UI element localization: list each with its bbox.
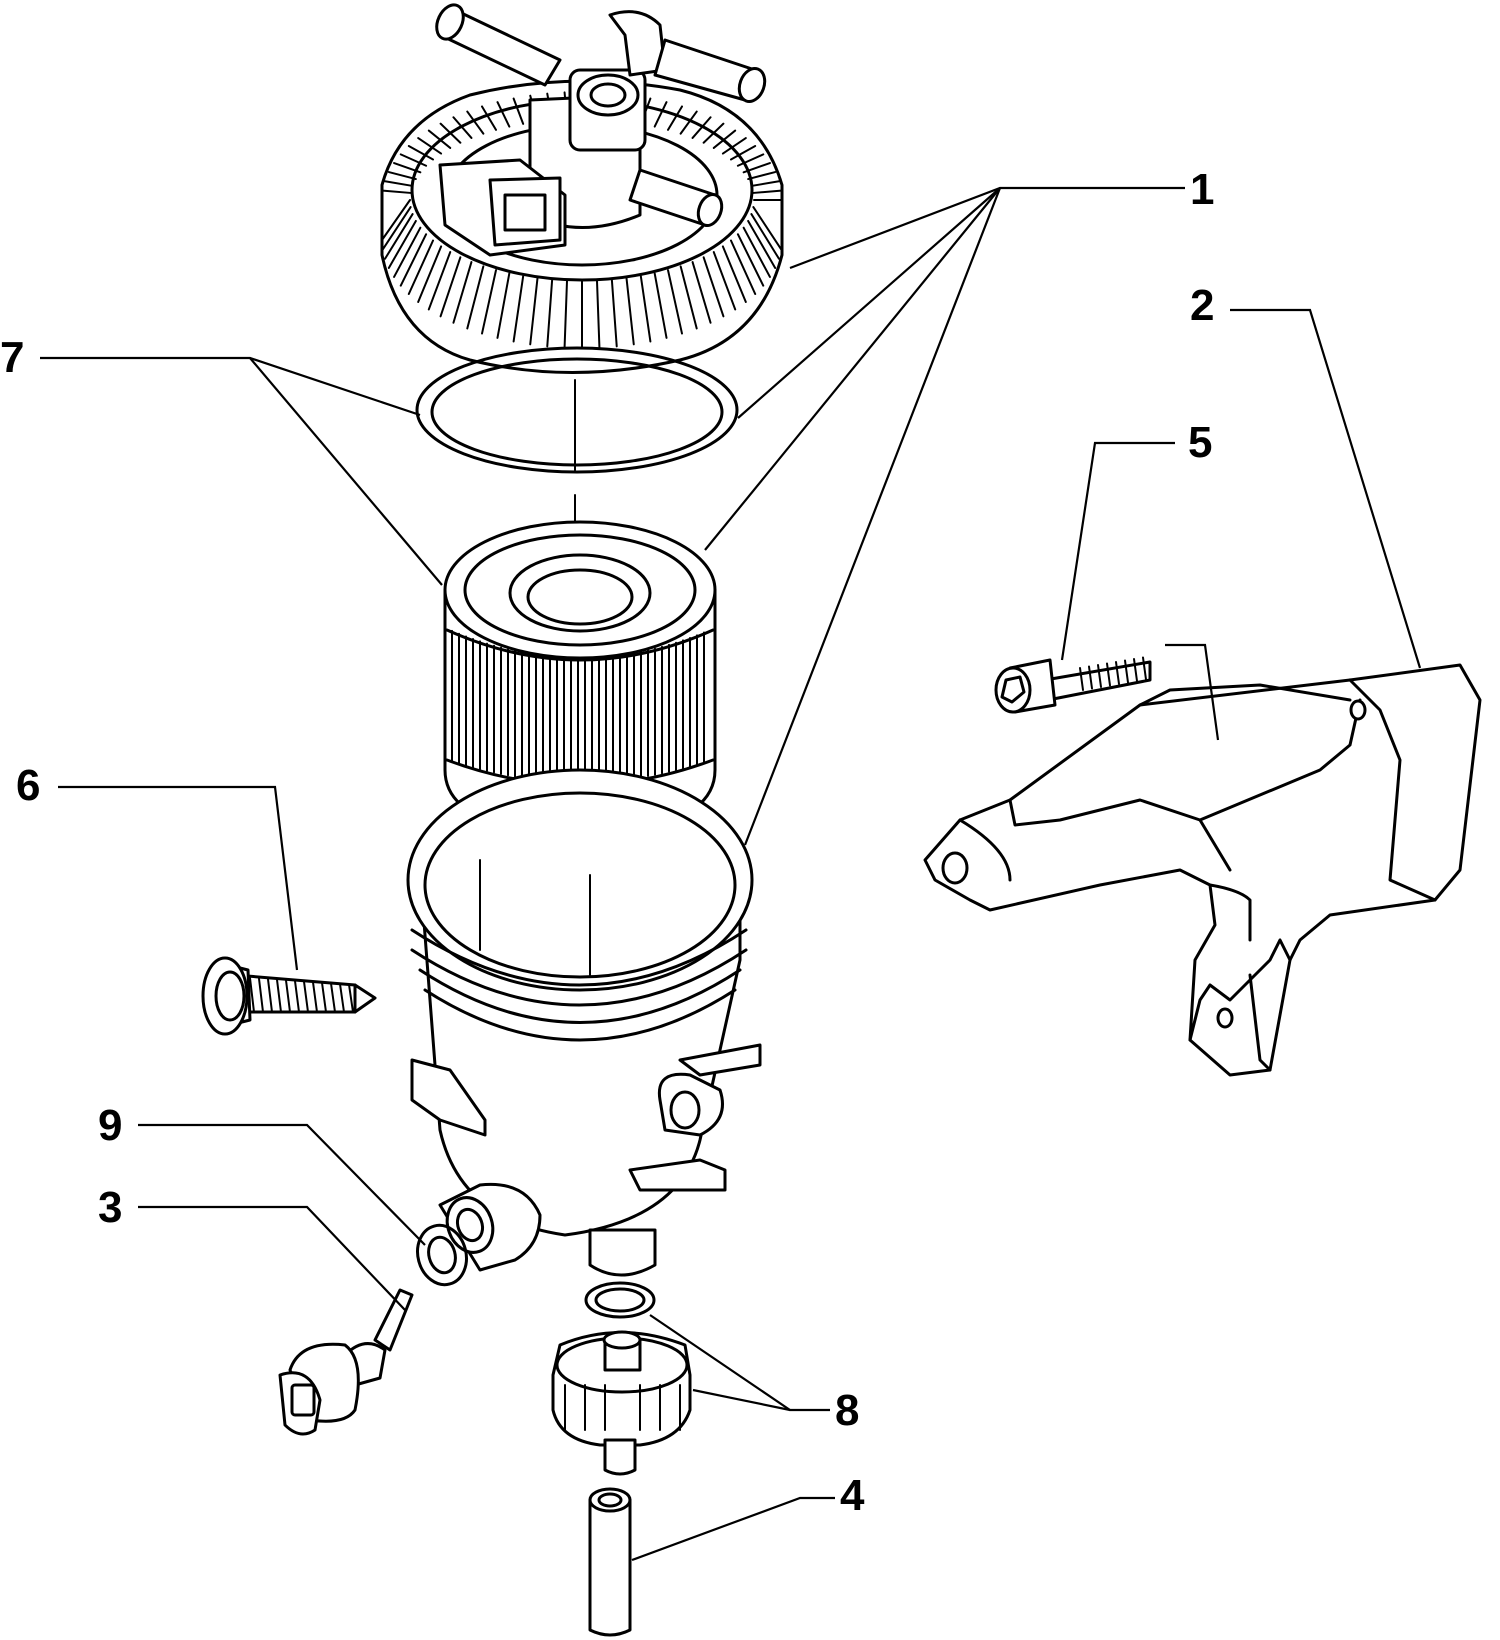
o-ring-lower [584, 1281, 656, 1319]
seal-washer [416, 1223, 468, 1287]
filter-head [380, 3, 784, 374]
callout-9: 9 [98, 1101, 122, 1150]
leader-lines [40, 186, 1422, 1562]
water-sensor [278, 1288, 414, 1436]
callout-4: 4 [840, 1471, 865, 1520]
callout-2: 2 [1190, 281, 1214, 330]
callout-1: 1 [1190, 165, 1214, 214]
filter-bowl [406, 768, 762, 1277]
callout-3: 3 [98, 1183, 122, 1232]
callout-8: 8 [835, 1386, 859, 1435]
mounting-bracket [923, 663, 1482, 1077]
socket-head-screw [994, 656, 1152, 714]
drain-hose [588, 1487, 632, 1637]
callout-6: 6 [16, 761, 40, 810]
callout-5: 5 [1188, 418, 1212, 467]
flange-screw [201, 956, 377, 1036]
o-ring-upper [415, 346, 739, 474]
callout-7: 7 [0, 333, 24, 382]
drain-knob [551, 1330, 692, 1476]
filter-cartridge [443, 520, 717, 837]
